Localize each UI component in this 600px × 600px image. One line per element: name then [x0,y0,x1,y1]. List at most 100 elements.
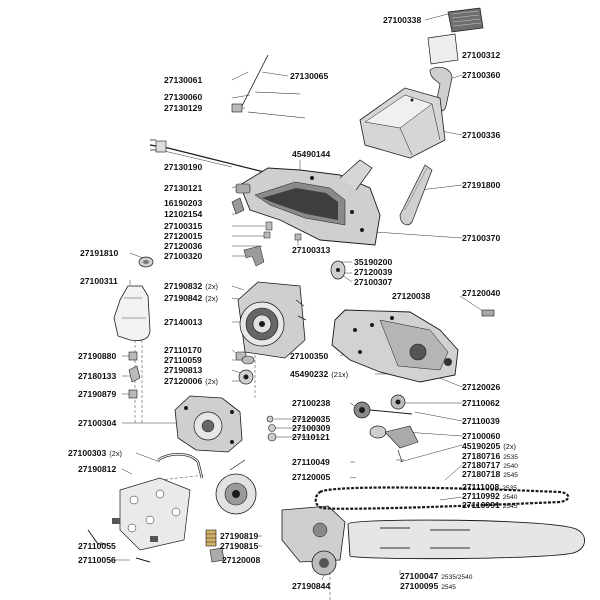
part-label-27191800: 27191800 [462,180,501,190]
part-label-27100304: 27100304 [78,418,117,428]
part-label-27140013: 27140013 [164,317,203,327]
part-label-27100309: 27100309 [292,423,331,433]
part-label-27120015: 27120015 [164,231,203,241]
part-label-27120035: 27120035 [292,414,331,424]
part-number: 27190832 [164,281,203,291]
part-number: 27100303 [68,448,107,458]
sprocket-cover [281,505,346,563]
part-label-27120008: 27120008 [222,555,261,565]
variant: 2545 [502,503,518,510]
gear-housing [174,395,243,453]
sprocket-small [238,369,254,385]
quantity: (2x) [503,442,516,451]
small-parts-left [128,351,255,399]
chain-brake-lever [399,164,433,226]
part-label-35190200: 35190200 [354,257,393,267]
part-label-45490232: 45490232(21x) [290,369,348,380]
part-label-27190879: 27190879 [78,389,117,399]
part-label-27190844: 27190844 [292,581,331,591]
part-label-27110170: 27110170 [164,345,202,355]
part-label-27120005: 27120005 [292,472,331,482]
part-label-27190880: 27190880 [78,351,117,361]
washers-stack [266,415,277,442]
part-label-27180133: 27180133 [78,371,117,381]
oil-pump [369,425,419,463]
part-label-27100315: 27100315 [164,221,203,231]
part-number: 45490232 [290,369,329,379]
part-label-27190813: 27190813 [164,365,203,375]
part-label-16190203: 16190203 [164,198,203,208]
part-label-27190832: 27190832(2x) [164,281,218,292]
trigger-switch [231,183,251,215]
part-label-27120006: 27120006(2x) [164,376,218,387]
quantity: (2x) [205,282,218,291]
cable-parts [149,54,306,177]
drive-sprocket [353,401,413,419]
clutch-drum [215,459,257,515]
sprocket-27110062 [390,394,406,410]
part-label-45490144: 45490144 [292,149,331,159]
part-number: 27190842 [164,293,203,303]
part-label-27130065: 27130065 [290,71,329,81]
oil-cap [138,256,154,268]
part-label-27190842: 27190842(2x) [164,293,218,304]
oil-hose [157,453,204,479]
variant: 2540 [502,494,518,501]
variant: 2535 [503,454,518,461]
variant: 2545 [503,472,518,479]
part-label-27100238: 27100238 [292,398,331,408]
quantity: (2x) [205,377,218,386]
part-label-27100060: 27100060 [462,431,501,441]
quantity: (2x) [109,449,122,458]
part-label-27100320: 27100320 [164,251,203,261]
part-number: 27110991 [462,500,500,510]
variant: 2540 [503,463,518,470]
part-label-27191810: 27191810 [80,248,119,258]
air-filter-cover [447,7,484,33]
spring-27190819 [205,529,217,547]
part-label-27100303: 27100303(2x) [68,448,122,459]
part-number: 27100095 [400,581,439,591]
pin-27110055 [87,529,151,563]
part-number: 27120006 [164,376,203,386]
part-label-27120026: 27120026 [462,382,501,392]
gear-housing-cover [331,309,459,383]
part-number: 27111008 [462,482,500,492]
part-label-27100360: 27100360 [462,70,501,80]
part-label-12102154: 12102154 [164,209,203,219]
part-label-27130129: 27130129 [164,103,203,113]
tension-knob-small [330,260,346,280]
part-label-27100338: 27100338 [383,15,422,25]
part-label-27100350: 27100350 [290,351,329,361]
variant: 2545 [441,584,456,591]
part-label-27130061: 27130061 [164,75,203,85]
part-label-27110062: 27110062 [462,398,500,408]
quantity: (21x) [331,370,349,379]
part-label-27100307: 27100307 [354,277,393,287]
part-label-27110049: 27110049 [292,457,330,467]
part-label-27120039: 27120039 [354,267,393,277]
part-label-45190205: 45190205(2x) [462,441,516,452]
motor-housing-cover [359,87,446,159]
part-number: 27180718 [462,469,501,479]
part-label-27190812: 27190812 [78,464,117,474]
motor [237,281,307,359]
guide-bar [347,519,585,560]
mounting-plate [112,477,191,551]
part-label-27110059: 27110059 [164,355,202,365]
saw-chain [314,486,570,510]
part-number: 27180716 [462,451,501,461]
bolt-27120040 [481,309,495,317]
bolt-27120008 [209,547,225,563]
part-label-27100370: 27100370 [462,233,501,243]
part-label-27100311: 27100311 [80,276,118,286]
part-label-27110055: 27110055 [78,541,116,551]
filter-element [427,33,459,65]
